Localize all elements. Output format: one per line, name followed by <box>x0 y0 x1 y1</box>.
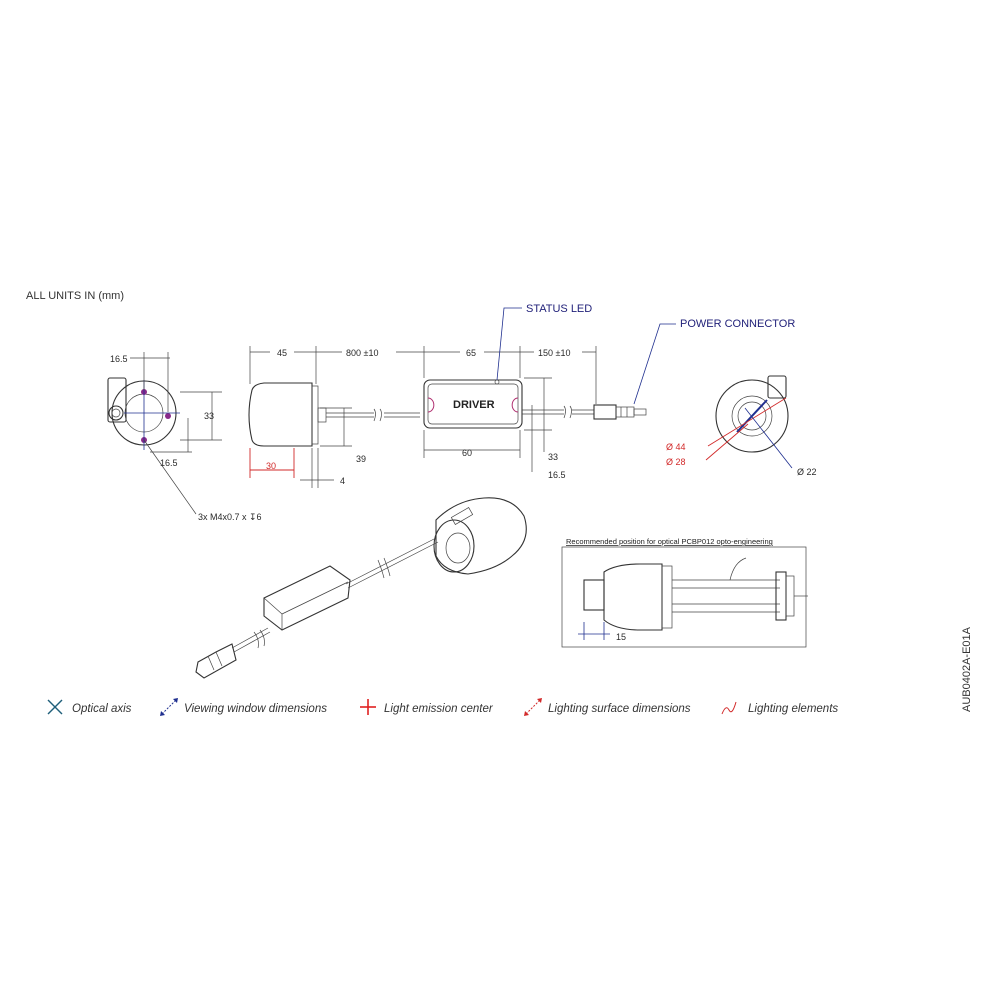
lighting-elements-icon <box>721 701 737 715</box>
viewing-window-icon <box>160 698 178 716</box>
dim-45: 45 <box>277 348 287 358</box>
dim-39: 39 <box>356 454 366 464</box>
rear-view: Ø 44 Ø 28 Ø 22 <box>666 375 817 477</box>
rear-d28: Ø 28 <box>666 457 686 467</box>
status-led-callout: STATUS LED <box>526 303 592 315</box>
dim-33: 33 <box>548 452 558 462</box>
legend-label-2: Light emission center <box>384 703 494 715</box>
inset-caption: Recommended position for optical PCBP012… <box>566 537 773 546</box>
legend-label-0: Optical axis <box>72 703 132 715</box>
drawing-code: AUB0402A-E01A <box>961 626 973 712</box>
driver-label: DRIVER <box>453 399 495 411</box>
dim-16-5: 16.5 <box>548 470 566 480</box>
dim-cable2: 150 ±10 <box>538 348 570 358</box>
rear-d22: Ø 22 <box>797 467 817 477</box>
power-connector-callout: POWER CONNECTOR <box>680 318 795 330</box>
mounting-inset: Recommended position for optical PCBP012… <box>561 537 808 648</box>
light-emission-center-icon <box>360 699 376 715</box>
units-note: ALL UNITS IN (mm) <box>26 290 124 302</box>
optical-axis-icon <box>47 699 63 715</box>
front-dim-bottom: 16.5 <box>160 458 178 468</box>
dim-4: 4 <box>340 476 345 486</box>
screw-note: 3x M4x0.7 x ↧6 <box>198 512 262 522</box>
front-view: 16.5 33 16.5 3x M4x0.7 x ↧6 <box>107 352 262 522</box>
lighting-surface-icon <box>524 698 542 716</box>
legend-label-3: Lighting surface dimensions <box>548 703 691 715</box>
rear-d44: Ø 44 <box>666 442 686 452</box>
dim-cable1: 800 ±10 <box>346 348 378 358</box>
legend-label-1: Viewing window dimensions <box>184 703 327 715</box>
legend-label-4: Lighting elements <box>748 703 838 715</box>
front-dim-top: 16.5 <box>110 354 128 364</box>
dim-30: 30 <box>266 461 276 471</box>
dim-60: 60 <box>462 448 472 458</box>
inset-dim-15: 15 <box>616 632 626 642</box>
isometric-view <box>195 497 527 679</box>
front-dim-right: 33 <box>204 411 214 421</box>
legend: Optical axis Viewing window dimensions L… <box>47 698 838 716</box>
side-view: DRIVER 45 800 ±10 65 150 ±10 <box>248 303 795 488</box>
dim-65: 65 <box>466 348 476 358</box>
